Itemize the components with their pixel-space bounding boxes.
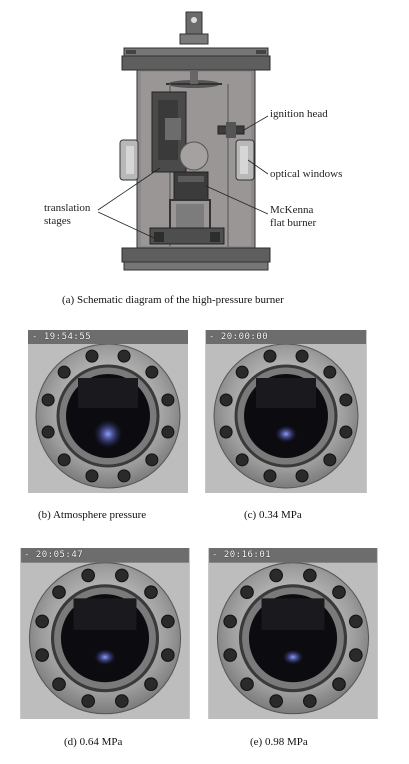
schematic-figure: ignition head optical windows translatio…	[0, 0, 409, 306]
bolt	[52, 677, 66, 692]
caption-e: (e) 0.98 MPa	[250, 736, 308, 748]
bolt	[35, 648, 49, 662]
top-flange	[121, 55, 271, 71]
window-photo-b	[28, 330, 188, 493]
label-ignition-head: ignition head	[270, 108, 328, 120]
bolt	[52, 585, 66, 600]
window-photo-d	[21, 548, 189, 719]
label-optical-windows: optical windows	[270, 168, 343, 180]
bottom-flange	[121, 247, 271, 263]
bolt	[85, 469, 99, 483]
bolt	[144, 677, 158, 692]
bolt	[115, 694, 129, 708]
bolt	[161, 648, 175, 662]
bolt	[57, 365, 71, 379]
bolt	[145, 453, 159, 467]
bolt	[219, 393, 233, 407]
flame	[94, 649, 116, 665]
bolt	[117, 469, 131, 483]
timestamp-d: - 20:05:47	[24, 550, 84, 560]
bolt	[57, 453, 71, 467]
flame	[282, 649, 304, 665]
photo-d: - 20:05:47	[20, 548, 190, 719]
caption-d: (d) 0.64 MPa	[64, 736, 123, 748]
bolt	[263, 469, 277, 483]
bolt	[145, 365, 159, 379]
bolt	[235, 365, 249, 379]
bolt	[81, 568, 95, 583]
bolt	[295, 469, 309, 483]
label-mckenna-burner: McKenna flat burner	[270, 204, 317, 229]
bolt	[263, 349, 277, 363]
bolt	[240, 677, 254, 692]
photo-b: - 19:54:55	[28, 330, 188, 493]
bolt	[349, 648, 363, 662]
bolt	[117, 349, 131, 363]
window-photo-c	[206, 330, 366, 493]
bolt	[323, 453, 337, 467]
bolt	[223, 614, 237, 629]
timestamp-c: - 20:00:00	[209, 332, 269, 342]
bolt	[339, 393, 353, 407]
bolt	[41, 425, 55, 439]
bolt	[332, 585, 346, 600]
bolt	[223, 648, 237, 662]
timestamp-e: - 20:16:01	[212, 550, 272, 560]
bolt	[161, 425, 175, 439]
bolt	[349, 614, 363, 629]
bolt	[269, 568, 283, 583]
bolt	[85, 349, 99, 363]
timestamp-b: - 19:54:55	[32, 332, 92, 342]
bolt	[161, 393, 175, 407]
bolt	[295, 349, 309, 363]
bolt	[161, 614, 175, 629]
bolt	[235, 453, 249, 467]
bolt	[339, 425, 353, 439]
caption-c: (c) 0.34 MPa	[244, 509, 302, 521]
bolt	[332, 677, 346, 692]
bolt	[303, 568, 317, 583]
bolt	[81, 694, 95, 708]
bolt	[303, 694, 317, 708]
caption-b: (b) Atmosphere pressure	[38, 509, 147, 521]
caption-a: (a) Schematic diagram of the high-pressu…	[62, 294, 284, 306]
photo-e: - 20:16:01	[208, 548, 378, 719]
bolt	[240, 585, 254, 600]
window-photo-e	[209, 548, 377, 719]
bolt	[35, 614, 49, 629]
bolt	[115, 568, 129, 583]
bolt	[41, 393, 55, 407]
flame	[94, 420, 122, 448]
bolt	[144, 585, 158, 600]
photo-c: - 20:00:00	[205, 330, 367, 493]
bolt	[219, 425, 233, 439]
bolt	[323, 365, 337, 379]
burner-schematic	[97, 11, 271, 271]
bolt	[269, 694, 283, 708]
flame	[275, 425, 297, 443]
label-translation-stages: translation stages	[44, 202, 91, 227]
